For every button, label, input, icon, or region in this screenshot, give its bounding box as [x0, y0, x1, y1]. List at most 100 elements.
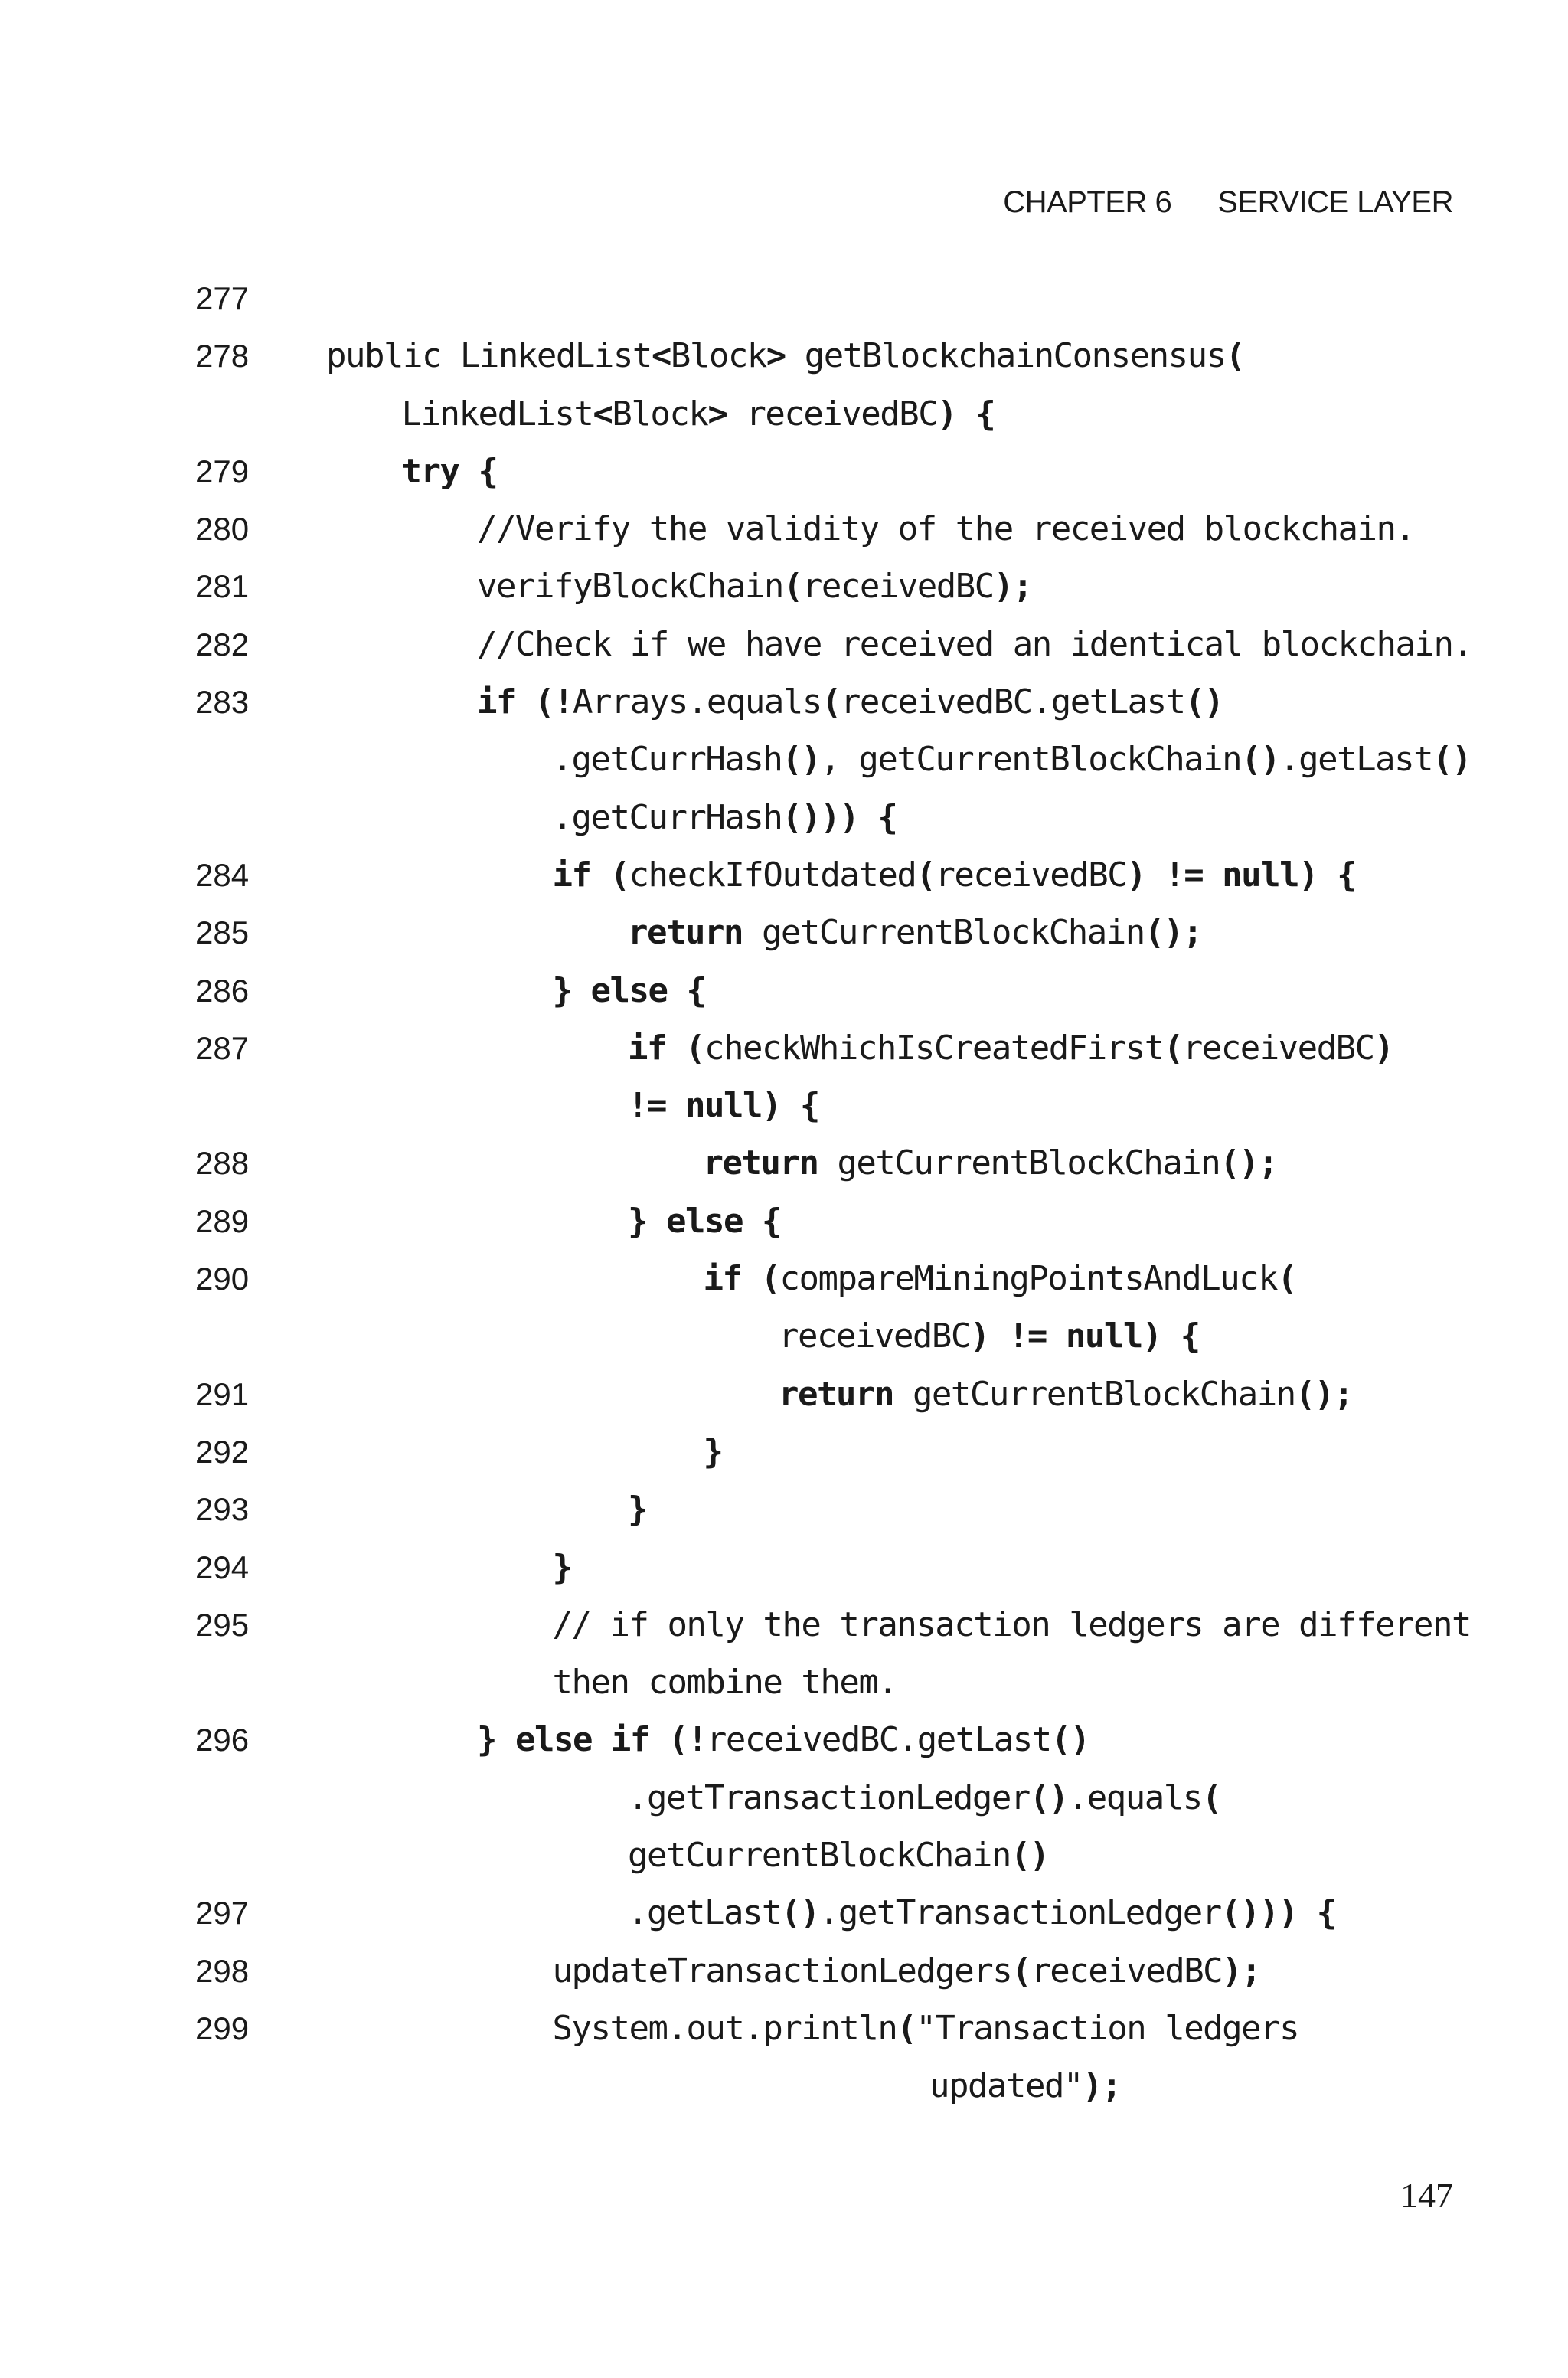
line-number: 284 — [195, 856, 250, 893]
code-token-bold: () — [782, 740, 821, 780]
code-text: if (checkWhichIsCreatedFirst(receivedBC) — [628, 1019, 1395, 1077]
code-token: receivedBC — [779, 1317, 971, 1356]
code-token: getCurrentBlockChain — [893, 1374, 1296, 1414]
code-line: 279 try { — [0, 443, 1568, 500]
code-token: .equals — [1067, 1778, 1203, 1817]
code-line: 278 public LinkedList<Block> getBlockchai… — [0, 327, 1568, 384]
code-token-bold: (); — [1295, 1374, 1354, 1414]
code-token-bold: } else { — [628, 1201, 782, 1241]
line-number: 296 — [195, 1722, 250, 1758]
code-token-bold: ); — [993, 567, 1033, 607]
code-token-bold: ( — [821, 682, 842, 722]
code-text: public LinkedList<Block> getBlockchainCo… — [326, 327, 1246, 384]
code-text: if (compareMiningPointsAndLuck( — [704, 1250, 1298, 1307]
chapter-label: CHAPTER 6 — [1003, 185, 1172, 219]
code-line: 277 — [0, 270, 1568, 327]
code-token-bold: < — [651, 336, 672, 376]
code-token: Block — [612, 394, 708, 433]
code-line: 297 .getLast().getTransactionLedger())) { — [0, 1884, 1568, 1941]
code-token-bold: (); — [1144, 913, 1203, 953]
code-text: //Verify the validity of the received bl… — [477, 500, 1416, 558]
code-text: } — [703, 1423, 724, 1480]
code-text: .getCurrHash(), getCurrentBlockChain().g… — [553, 731, 1472, 788]
code-token: getCurrentBlockChain — [818, 1143, 1220, 1183]
code-token-bold: ())) { — [782, 797, 897, 837]
code-token-bold: ) != null) { — [969, 1317, 1200, 1356]
code-text: .getLast().getTransactionLedger())) { — [628, 1884, 1337, 1941]
code-line: 290 if (compareMiningPointsAndLuck( — [0, 1250, 1568, 1307]
code-token-bold: () — [1050, 1720, 1090, 1760]
code-token: then combine them. — [552, 1663, 898, 1703]
code-token: receivedBC — [1182, 1028, 1375, 1068]
code-text: return getCurrentBlockChain(); — [779, 1366, 1354, 1423]
code-token-bold: < — [593, 394, 613, 433]
line-number: 280 — [195, 511, 250, 548]
code-token: .getLast — [628, 1893, 782, 1933]
code-token: .getTransactionLedger — [818, 1893, 1222, 1933]
code-token-bold: try { — [401, 451, 498, 491]
code-line: 286} else { — [0, 962, 1568, 1019]
code-listing: 277 278 public LinkedList<Block> getBlockc… — [0, 270, 1568, 2115]
section-title: SERVICE LAYER — [1217, 185, 1453, 219]
code-line: 293} — [0, 1480, 1568, 1538]
code-token-bold: () — [1184, 682, 1224, 722]
code-text: updateTransactionLedgers(receivedBC); — [553, 1942, 1262, 2000]
code-line: .getCurrHash())) { — [0, 789, 1568, 846]
code-token-bold: > — [707, 394, 728, 433]
line-number: 290 — [195, 1261, 250, 1297]
code-token: receivedBC — [935, 855, 1127, 895]
code-token-bold: return — [779, 1374, 894, 1414]
code-line: 292} — [0, 1423, 1568, 1480]
code-line: 291 return getCurrentBlockChain(); — [0, 1366, 1568, 1423]
code-token-bold: ) — [1374, 1028, 1395, 1068]
code-token-bold: () — [780, 1893, 820, 1933]
code-token-bold: ); — [1222, 1951, 1261, 1990]
code-text: } — [553, 1539, 573, 1596]
running-head: CHAPTER 6 SERVICE LAYER — [1003, 185, 1453, 220]
code-token-bold: if ( — [552, 855, 630, 895]
code-text: try { — [402, 443, 498, 500]
line-number: 285 — [195, 914, 250, 951]
line-number: 297 — [195, 1895, 250, 1932]
line-number: 279 — [195, 453, 250, 489]
code-text: .getCurrHash())) { — [553, 789, 898, 846]
code-text: } else { — [553, 962, 707, 1019]
code-line: then combine them. — [0, 1653, 1568, 1711]
code-token-bold: return — [703, 1143, 819, 1183]
line-number: 278 — [195, 338, 250, 375]
code-line: 296} else if (!receivedBC.getLast() — [0, 1711, 1568, 1768]
line-number: 293 — [195, 1491, 250, 1528]
code-token: checkIfOutdated — [629, 855, 916, 895]
code-token-bold: } — [703, 1431, 724, 1471]
code-text: getCurrentBlockChain() — [628, 1827, 1050, 1884]
line-number: 291 — [195, 1375, 250, 1412]
code-text: return getCurrentBlockChain(); — [703, 1134, 1279, 1192]
code-token-bold: () — [1029, 1778, 1069, 1817]
code-text: } — [628, 1480, 648, 1538]
code-token: receivedBC.getLast — [706, 1720, 1052, 1760]
code-token-bold: () — [1010, 1836, 1050, 1876]
code-line: .getTransactionLedger().equals( — [0, 1769, 1568, 1827]
code-line: 289 } else { — [0, 1192, 1568, 1250]
code-line: LinkedList<Block> receivedBC) { — [0, 385, 1568, 443]
code-token: updated" — [929, 2066, 1083, 2106]
code-token: receivedBC — [802, 567, 995, 607]
code-token: .getCurrHash — [552, 740, 783, 780]
code-token: receivedBC.getLast — [840, 682, 1186, 722]
code-token: .getTransactionLedger — [628, 1778, 1031, 1817]
line-number: 289 — [195, 1202, 250, 1239]
code-token: receivedBC — [1031, 1951, 1223, 1990]
code-token-bold: ( — [897, 2008, 917, 2048]
code-line: 280 //Verify the validity of the received… — [0, 500, 1568, 558]
code-text: LinkedList<Block> receivedBC) { — [401, 385, 996, 443]
code-token: compareMiningPointsAndLuck — [779, 1259, 1278, 1299]
code-line: 294} — [0, 1539, 1568, 1596]
code-token: "Transaction ledgers — [916, 2008, 1299, 2048]
code-token: LinkedList — [401, 394, 594, 433]
